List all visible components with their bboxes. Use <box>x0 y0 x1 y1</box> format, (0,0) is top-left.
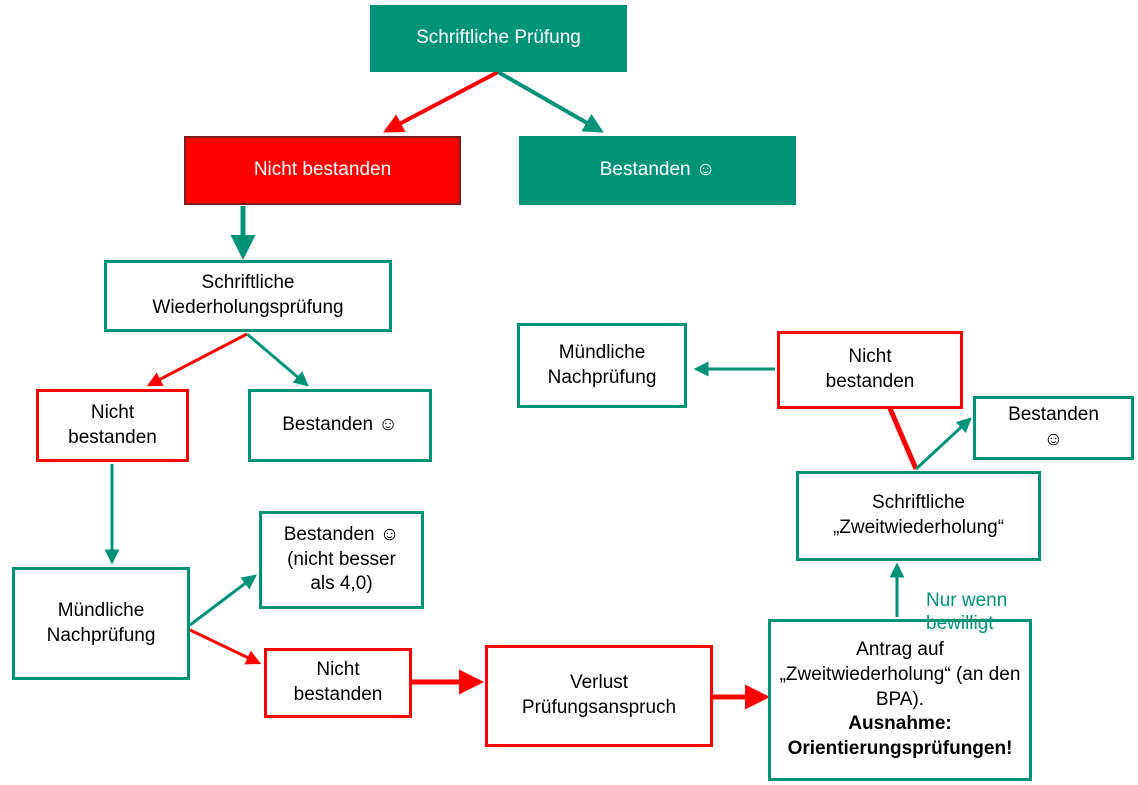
node-schriftliche-pruefung: Schriftliche Prüfung <box>370 5 627 72</box>
arrow-muendlich-to-nicht-bestanden <box>189 628 262 665</box>
arrow-wiederholung-to-nicht-bestanden <box>146 332 248 387</box>
node-bestanden-wiederholung: Bestanden ☺ <box>248 389 432 462</box>
arrow-muendlich-to-bestanden <box>189 574 257 627</box>
node-antrag-zweitwiederholung: Antrag auf „Zweitwiederholung“ (an den B… <box>768 619 1032 781</box>
node-nicht-bestanden: Nicht bestanden <box>184 136 461 205</box>
node-nicht-bestanden-nachpruefung: Nicht bestanden <box>264 648 412 718</box>
note-nur-wenn-bewilligt: Nur wenn bewilligt <box>926 589 1008 634</box>
node-nicht-bestanden-zweitwiederholung: Nicht bestanden <box>777 331 963 409</box>
node-muendliche-nachpruefung: Mündliche Nachprüfung <box>12 567 190 680</box>
node-bestanden-nicht-besser-als-4: Bestanden ☺ (nicht besser als 4,0) <box>259 511 424 609</box>
arrow-zweitwiederholung-to-bestanden <box>914 417 972 471</box>
arrow-pruefung-to-bestanden <box>497 70 604 133</box>
node-nicht-bestanden-wiederholung: Nicht bestanden <box>36 389 189 462</box>
node-bestanden: Bestanden ☺ <box>519 136 796 205</box>
arrow-wiederholung-to-bestanden <box>246 332 309 387</box>
node-muendliche-nachpruefung-2: Mündliche Nachprüfung <box>517 323 687 408</box>
node-schriftliche-zweitwiederholung: Schriftliche „Zweitwiederholung“ <box>796 471 1041 561</box>
node-schriftliche-wiederholungspruefung: Schriftliche Wiederholungsprüfung <box>104 260 392 332</box>
node-verlust-pruefungsanspruch: Verlust Prüfungsanspruch <box>485 645 713 747</box>
node-bestanden-zweitwiederholung: Bestanden ☺ <box>973 396 1134 460</box>
arrow-pruefung-to-nicht-bestanden <box>383 70 499 133</box>
